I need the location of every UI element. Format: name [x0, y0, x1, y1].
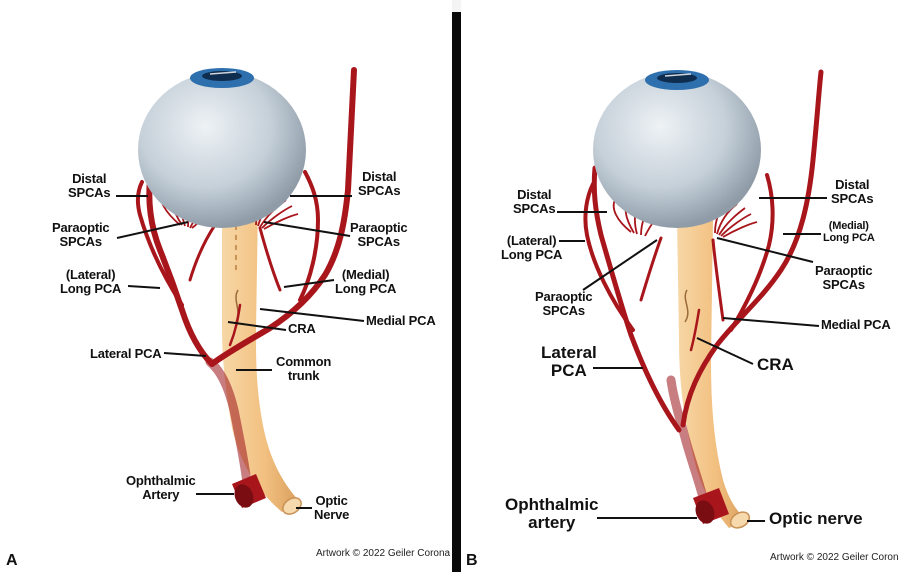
eyeball-b: [593, 70, 761, 228]
eyeball-a: [138, 68, 306, 228]
label-medial-long-pca: (Medial)Long PCA: [823, 221, 875, 244]
label-medial-pca: Medial PCA: [821, 318, 891, 332]
label-cra: CRA: [288, 322, 316, 336]
label-lateral-long-pca: (Lateral)Long PCA: [60, 268, 121, 295]
panel-letter-a: A: [6, 552, 18, 570]
label-optic-nerve: Optic nerve: [769, 510, 863, 528]
artwork-credit-a: Artwork © 2022 Geiler Corona: [316, 548, 450, 559]
label-medial-pca: Medial PCA: [366, 314, 436, 328]
artwork-credit-b: Artwork © 2022 Geiler Corona: [770, 552, 899, 563]
label-lateral-pca: Lateral PCA: [90, 347, 162, 361]
panel-letter-b: B: [466, 552, 478, 570]
panel-divider: [452, 12, 461, 572]
label-cra: CRA: [757, 356, 794, 374]
label-lateral-long-pca: (Lateral)Long PCA: [501, 234, 562, 261]
label-medial-long-pca: (Medial)Long PCA: [335, 268, 396, 295]
